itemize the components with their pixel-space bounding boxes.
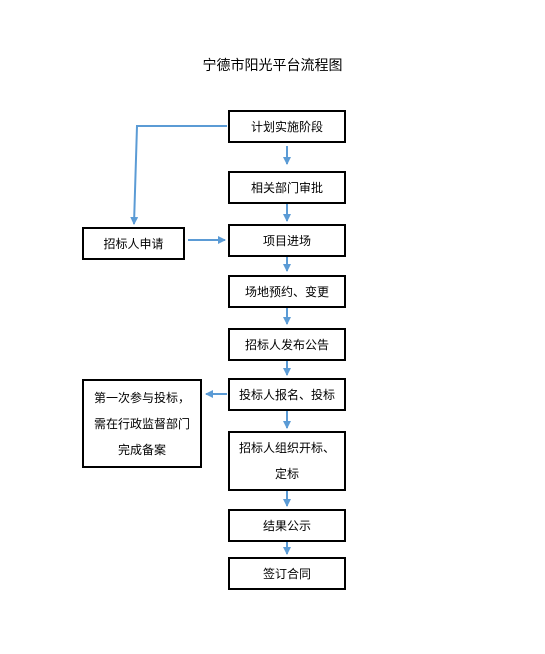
step-announce-label: 招标人发布公告 — [244, 337, 329, 352]
step-open-label-line-2: 定标 — [274, 467, 299, 481]
step-sign: 签订合同 — [228, 557, 346, 590]
step-reserve: 场地预约、变更 — [228, 275, 346, 308]
step-register: 投标人报名、投标 — [228, 378, 346, 411]
step-publicize: 结果公示 — [228, 509, 346, 542]
side-box-first-time: 第一次参与投标， 需在行政监督部门 完成备案 — [82, 379, 202, 468]
step-open-label-line-1: 招标人组织开标、 — [238, 441, 335, 455]
step-publicize-label: 结果公示 — [262, 518, 311, 533]
step-announce: 招标人发布公告 — [228, 328, 346, 361]
side-box-apply-label: 招标人申请 — [103, 236, 164, 251]
step-open: 招标人组织开标、 定标 — [228, 431, 346, 491]
step-reserve-label: 场地预约、变更 — [244, 284, 329, 299]
step-plan-label: 计划实施阶段 — [250, 119, 323, 134]
step-enter: 项目进场 — [228, 224, 346, 257]
step-approve-label: 相关部门审批 — [250, 180, 323, 195]
side-box-apply: 招标人申请 — [82, 227, 185, 260]
step-approve: 相关部门审批 — [228, 171, 346, 204]
side-box-first-time-line-3: 完成备案 — [117, 442, 166, 457]
step-register-label: 投标人报名、投标 — [238, 387, 335, 402]
arrow-plan-to-apply — [130, 125, 227, 225]
step-sign-label: 签订合同 — [262, 566, 311, 581]
step-plan: 计划实施阶段 — [228, 110, 346, 143]
step-enter-label: 项目进场 — [262, 233, 311, 248]
side-box-first-time-line-2: 需在行政监督部门 — [93, 416, 190, 431]
side-box-first-time-line-1: 第一次参与投标， — [93, 390, 190, 405]
diagram-title: 宁德市阳光平台流程图 — [202, 58, 343, 74]
